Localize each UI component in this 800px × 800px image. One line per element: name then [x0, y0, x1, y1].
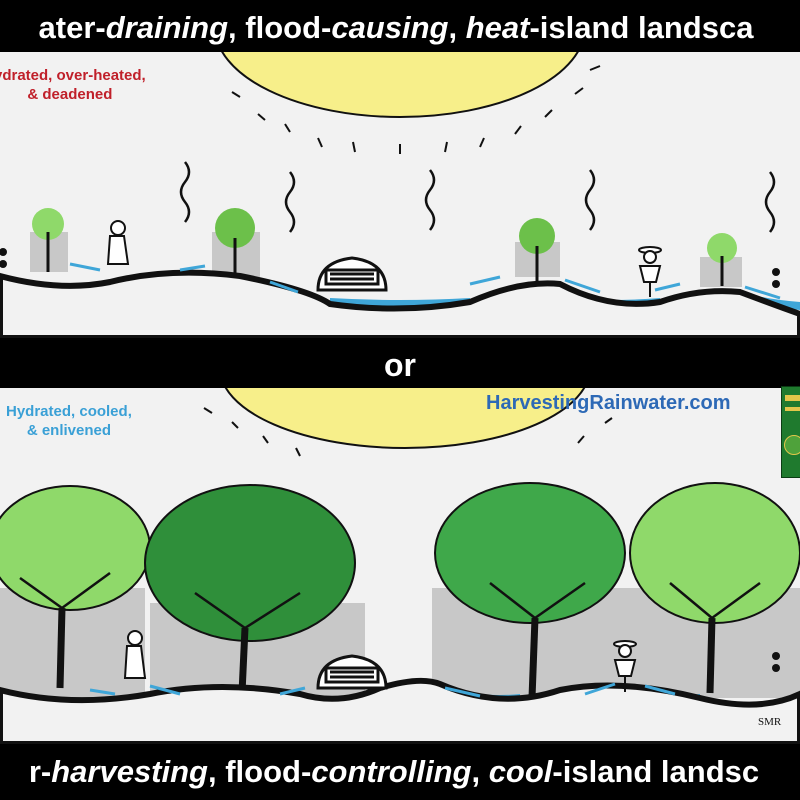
- book-cover-icon: [781, 386, 800, 478]
- top-title-band: ater-draining, flood-causing, heat-islan…: [0, 0, 800, 52]
- runoff-arrows: [69, 262, 781, 300]
- heat-island-illustration: ydrated, over-heated, & deadened: [0, 52, 800, 338]
- ground-line: [0, 269, 800, 338]
- bottom-title-band: r-harvesting, flood-controlling, cool-is…: [0, 744, 800, 800]
- ground-line: [0, 677, 800, 744]
- heat-waves: [179, 161, 776, 233]
- cool-island-illustration: Hydrated, cooled, & enlivened SMR: [0, 388, 800, 744]
- pedestrian-figure: [123, 630, 147, 679]
- cyclist-figure: [638, 246, 662, 297]
- cool-island-drawing: [0, 388, 800, 744]
- top-title: ater-draining, flood-causing, heat-islan…: [38, 10, 754, 45]
- car-icon: [316, 654, 388, 690]
- shade-trees: [0, 482, 800, 699]
- heat-island-drawing: [0, 52, 800, 338]
- hydrated-note: Hydrated, cooled, & enlivened: [6, 403, 132, 439]
- bottom-title: r-harvesting, flood-controlling, cool-is…: [28, 754, 760, 789]
- cacti: [772, 652, 780, 672]
- dehydrated-note: ydrated, over-heated, & deadened: [0, 67, 146, 103]
- cyclist-figure: [613, 640, 637, 692]
- sun-rays: [203, 407, 613, 457]
- website-link[interactable]: HarvestingRainwater.com: [486, 392, 731, 414]
- pedestrian-figure: [106, 220, 130, 265]
- sun-rays: [231, 65, 601, 154]
- infiltration-arrows: [89, 682, 676, 698]
- sun-icon: [224, 388, 586, 449]
- small-shrubs: [32, 208, 737, 286]
- artist-signature: SMR: [758, 716, 782, 728]
- sun-icon: [221, 52, 579, 118]
- cacti: [0, 248, 780, 288]
- or-divider: or: [384, 347, 416, 383]
- car-icon: [316, 256, 388, 292]
